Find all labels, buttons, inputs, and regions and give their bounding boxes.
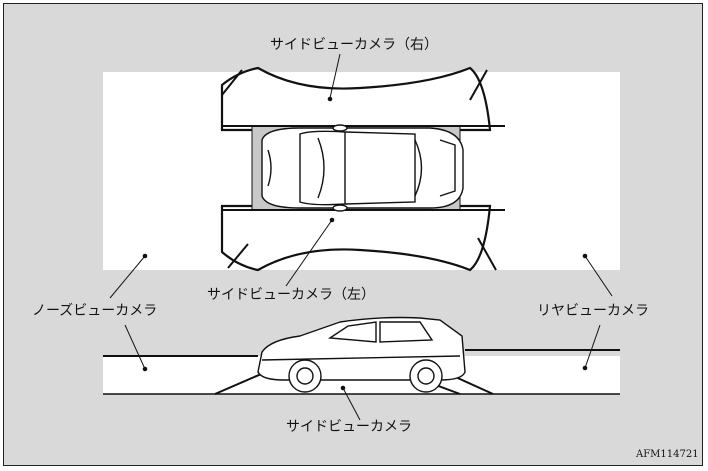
label-rear-camera: リヤビューカメラ [537, 303, 649, 319]
car-side-view [257, 316, 466, 393]
label-side-camera-right: サイドビューカメラ（右） [270, 37, 438, 53]
label-side-camera: サイドビューカメラ [286, 419, 412, 435]
left-camera-view-bottom [220, 204, 492, 272]
figure-code: AFM114721 [636, 449, 699, 460]
car-top-view [261, 124, 464, 212]
label-nose-camera: ノーズビューカメラ [32, 303, 158, 319]
label-side-camera-left: サイドビューカメラ（左） [207, 287, 375, 303]
right-camera-view-top [220, 66, 492, 132]
